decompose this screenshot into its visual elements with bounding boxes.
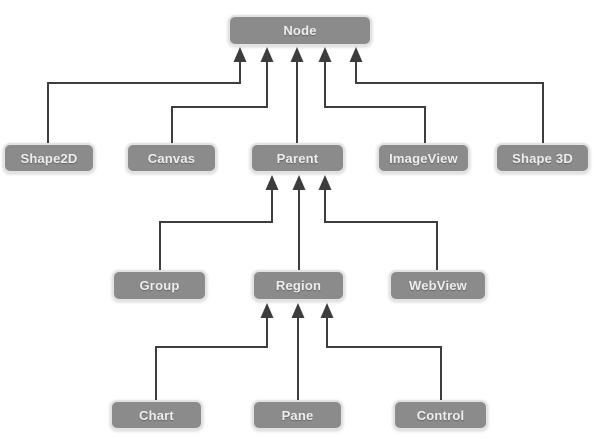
class-box-label: ImageView <box>389 150 458 166</box>
edge-chart-region <box>155 303 274 400</box>
class-box-label: Node <box>283 23 317 38</box>
edge-control-region <box>320 303 442 400</box>
class-box-label: WebView <box>409 278 467 293</box>
class-box-label: Group <box>139 278 180 293</box>
class-box-label: Chart <box>139 407 174 423</box>
class-box-pane: Pane <box>252 400 343 430</box>
class-box-label: Shape 3D <box>512 150 573 166</box>
class-box-region: Region <box>252 270 345 301</box>
edge-group-parent <box>159 175 279 270</box>
class-box-node: Node <box>228 15 372 46</box>
class-box-control: Control <box>393 400 488 430</box>
edge-region-parent <box>292 175 306 270</box>
class-box-shape3d: Shape 3D <box>495 143 590 173</box>
edge-webview-parent <box>318 175 438 270</box>
class-box-label: Control <box>416 407 465 423</box>
class-box-webview: WebView <box>389 270 487 301</box>
class-box-canvas: Canvas <box>126 143 217 173</box>
class-box-chart: Chart <box>110 400 203 430</box>
class-box-label: Region <box>275 278 322 293</box>
class-box-group: Group <box>112 270 207 301</box>
edge-shape2d-node <box>47 47 247 143</box>
class-box-imageview: ImageView <box>377 143 470 173</box>
class-box-label: Pane <box>281 407 314 423</box>
edge-pane-region <box>291 303 305 400</box>
class-box-label: Parent <box>276 150 319 166</box>
class-box-label: Shape2D <box>20 150 78 166</box>
edge-canvas-node <box>171 47 274 143</box>
class-box-label: Canvas <box>147 150 196 166</box>
class-box-shape2d: Shape2D <box>3 143 95 173</box>
class-box-parent: Parent <box>250 143 345 173</box>
edge-shape3d-node <box>349 47 544 143</box>
edge-parent-node <box>290 47 304 143</box>
edge-imageview-node <box>318 47 426 143</box>
